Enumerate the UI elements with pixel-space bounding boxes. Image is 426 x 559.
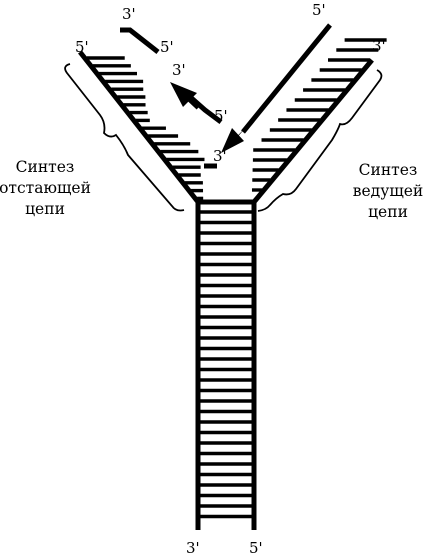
leading-caption-line-1: Синтез xyxy=(359,161,418,179)
okazaki-fragment-upper xyxy=(120,27,160,54)
okazaki-fragment-lower xyxy=(186,93,223,124)
label-lagging-arrow-3: 3' xyxy=(172,61,186,79)
leading-caption-line-2: ведущей xyxy=(353,182,423,200)
leading-caption-line-3: цепи xyxy=(368,203,408,221)
lagging-rungs xyxy=(86,56,205,201)
end-labels: 3' 5' 5' 3' 5' 3' 5' 3' 3' 5' xyxy=(75,1,386,557)
leading-brace xyxy=(257,69,383,212)
label-lagging-inner-5: 5' xyxy=(160,38,174,56)
parental-duplex xyxy=(195,199,257,530)
label-bottom-left-3: 3' xyxy=(186,539,200,557)
label-bottom-right-5: 5' xyxy=(249,539,263,557)
arrow-head xyxy=(221,128,244,153)
leading-arm xyxy=(221,23,387,204)
arrow-head xyxy=(170,82,197,107)
leading-synthesis-arrow xyxy=(221,126,247,153)
stem-rungs xyxy=(199,210,253,519)
label-lagging-top-3: 3' xyxy=(122,5,136,23)
lagging-caption-line-2: отстающей xyxy=(0,179,91,197)
leading-new-strand xyxy=(241,23,332,134)
lagging-arm xyxy=(78,27,223,204)
lagging-brace xyxy=(64,63,185,212)
leading-caption: Синтез ведущей цепи xyxy=(353,161,423,221)
leading-rungs xyxy=(251,38,387,192)
label-leading-top-5: 5' xyxy=(312,1,326,19)
lagging-caption: Синтез отстающей цепи xyxy=(0,158,91,218)
lagging-synthesis-arrow xyxy=(170,82,200,110)
label-lagging-top-5: 5' xyxy=(75,38,89,56)
label-leading-inner-3: 3' xyxy=(213,147,227,165)
leading-template-strand xyxy=(252,58,374,204)
lagging-caption-line-3: цепи xyxy=(25,200,65,218)
lagging-template-strand xyxy=(78,50,200,204)
label-leading-inner-5: 5' xyxy=(214,107,228,125)
label-leading-outer-3: 3' xyxy=(372,37,386,55)
lagging-caption-line-1: Синтез xyxy=(16,158,75,176)
